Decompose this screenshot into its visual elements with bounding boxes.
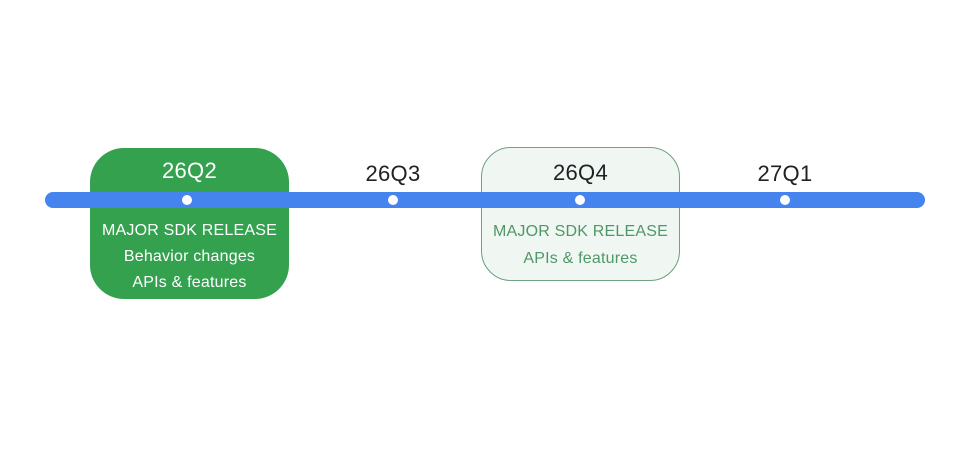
milestone-dot-26q4 (575, 195, 585, 205)
milestone-card-26q2: 26Q2 MAJOR SDK RELEASE Behavior changes … (90, 148, 289, 299)
milestone-detail-line: MAJOR SDK RELEASE (492, 223, 668, 240)
milestone-dot-26q2 (182, 195, 192, 205)
milestone-detail-line: Behavior changes (123, 248, 256, 265)
milestone-label-26q3: 26Q3 (365, 161, 421, 186)
milestone-detail-line: APIs & features (523, 250, 638, 267)
milestone-card-26q4: 26Q4 MAJOR SDK RELEASE APIs & features (481, 147, 680, 281)
timeline-bar (45, 192, 925, 208)
milestone-title-26q2: 26Q2 (161, 158, 218, 183)
milestone-detail-line: APIs & features (132, 274, 247, 291)
milestone-dot-27q1 (780, 195, 790, 205)
milestone-dot-26q3 (388, 195, 398, 205)
milestone-label-27q1: 27Q1 (757, 161, 813, 186)
milestone-title-26q4: 26Q4 (552, 160, 609, 185)
milestone-detail-line: MAJOR SDK RELEASE (101, 222, 277, 239)
